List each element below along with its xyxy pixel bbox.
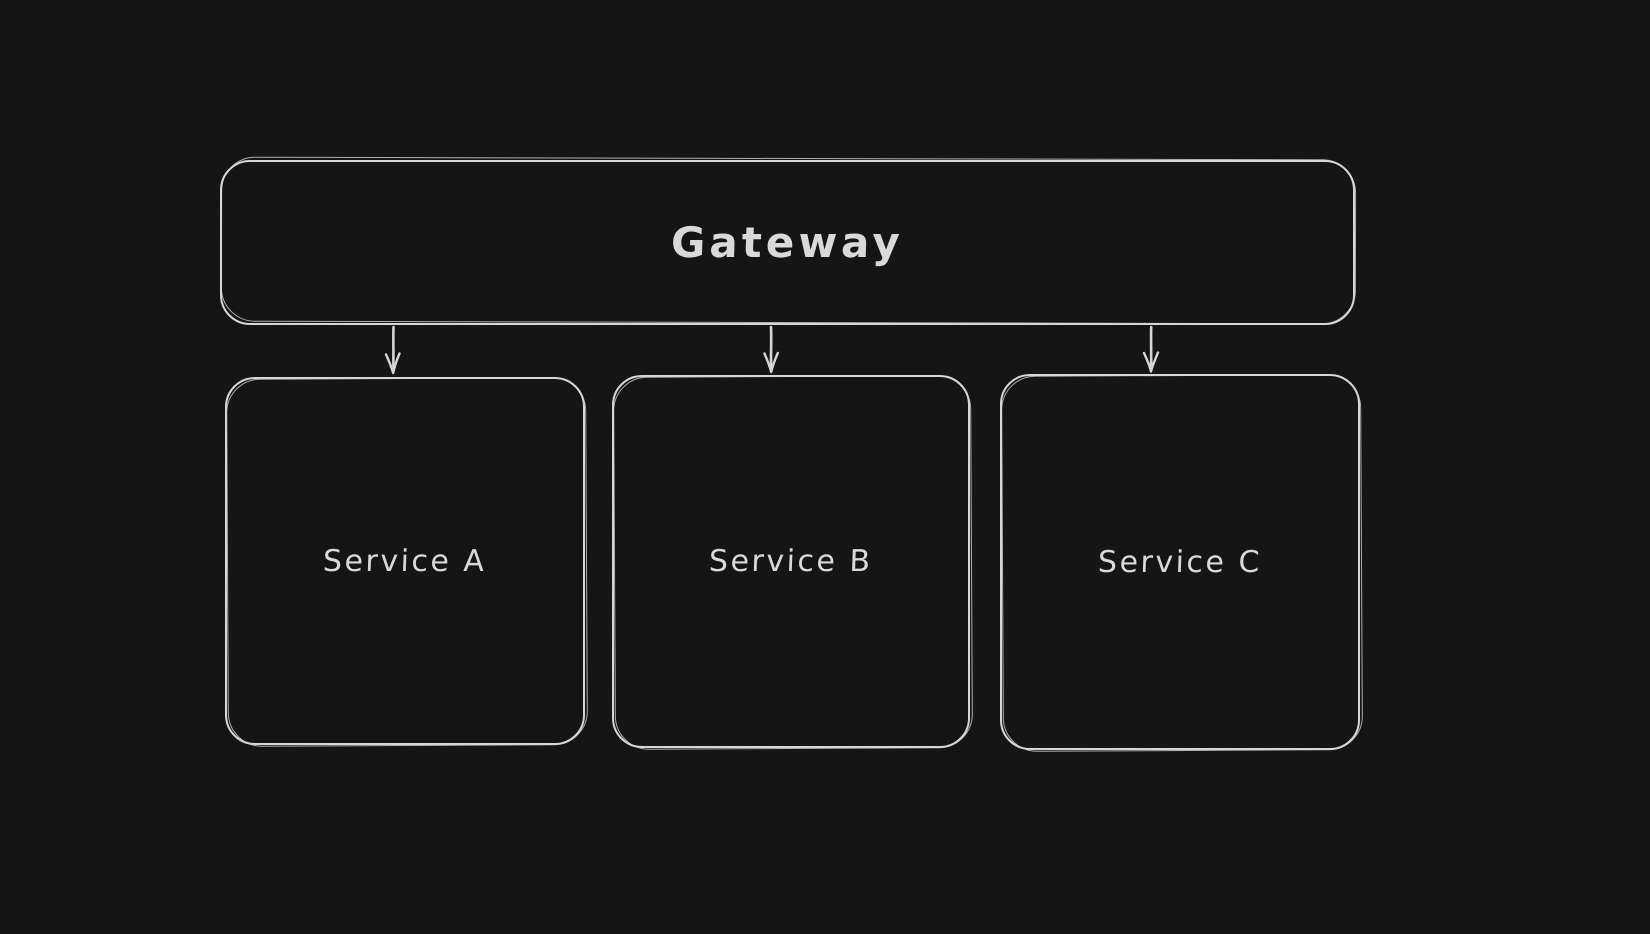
arrow-gateway-to-service-a[interactable]: [378, 325, 408, 378]
service-c-label: Service C: [1097, 544, 1263, 580]
service-b-label: Service B: [708, 544, 874, 579]
node-service-b[interactable]: Service B: [612, 375, 973, 750]
arrow-gateway-to-service-b[interactable]: [756, 325, 786, 378]
node-service-a[interactable]: Service A: [225, 377, 588, 747]
node-gateway[interactable]: Gateway: [220, 156, 1357, 325]
gateway-label: Gateway: [670, 218, 905, 267]
arrow-gateway-to-service-c[interactable]: [1136, 325, 1166, 378]
node-service-c[interactable]: Service C: [1000, 374, 1363, 752]
service-a-label: Service A: [322, 543, 488, 579]
